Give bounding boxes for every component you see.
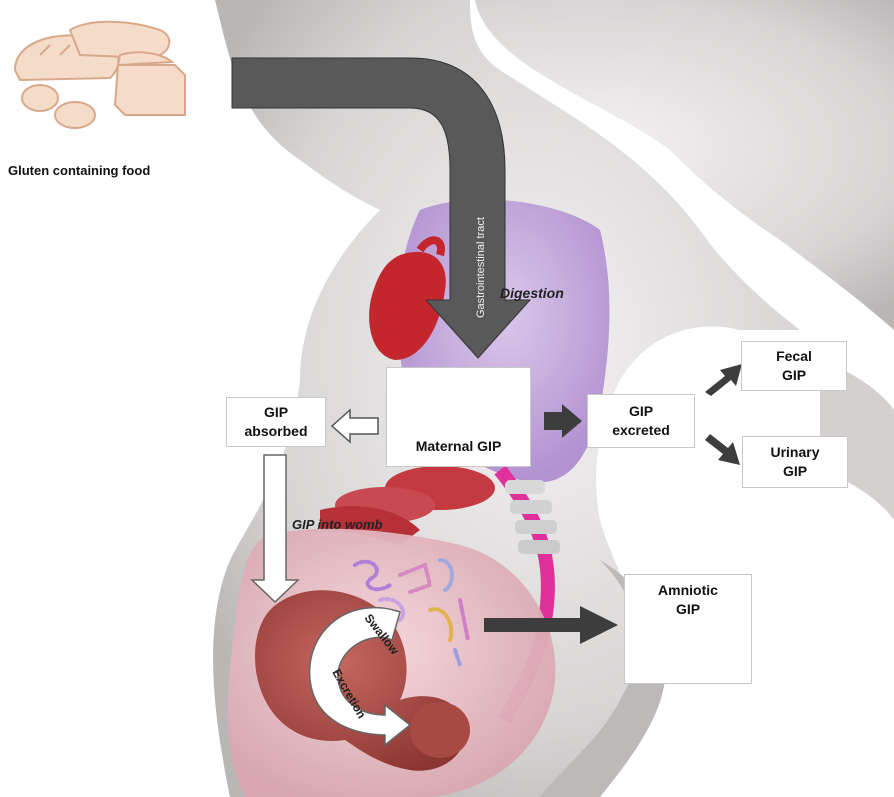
fecal-gip-line2: GIP xyxy=(742,366,846,385)
bread-icon xyxy=(15,22,185,128)
gip-excreted-box: GIP excreted xyxy=(587,394,695,448)
gip-excreted-line2: excreted xyxy=(588,421,694,440)
fecal-arrow xyxy=(705,364,742,396)
gip-absorbed-line1: GIP xyxy=(227,403,325,422)
gip-excreted-line1: GIP xyxy=(588,402,694,421)
digestion-label: Digestion xyxy=(500,285,564,301)
gastrointestinal-tract-label: Gastrointestinal tract xyxy=(475,217,487,318)
gluten-food-label: Gluten containing food xyxy=(8,163,150,178)
amniotic-gip-box: Amniotic GIP xyxy=(624,574,752,684)
urinary-gip-box: Urinary GIP xyxy=(742,436,848,488)
fecal-gip-line1: Fecal xyxy=(742,347,846,366)
gip-absorbed-line2: absorbed xyxy=(227,422,325,441)
urinary-arrow xyxy=(705,434,740,465)
gip-into-womb-label: GIP into womb xyxy=(292,517,383,532)
urinary-gip-line2: GIP xyxy=(743,462,847,481)
amniotic-gip-line2: GIP xyxy=(625,600,751,619)
amniotic-gip-line1: Amniotic xyxy=(625,581,751,600)
maternal-gip-box: Maternal GIP xyxy=(386,367,531,467)
gip-absorbed-box: GIP absorbed xyxy=(226,397,326,447)
fecal-gip-box: Fecal GIP xyxy=(741,341,847,391)
urinary-gip-line1: Urinary xyxy=(743,443,847,462)
maternal-gip-label: Maternal GIP xyxy=(387,437,530,456)
